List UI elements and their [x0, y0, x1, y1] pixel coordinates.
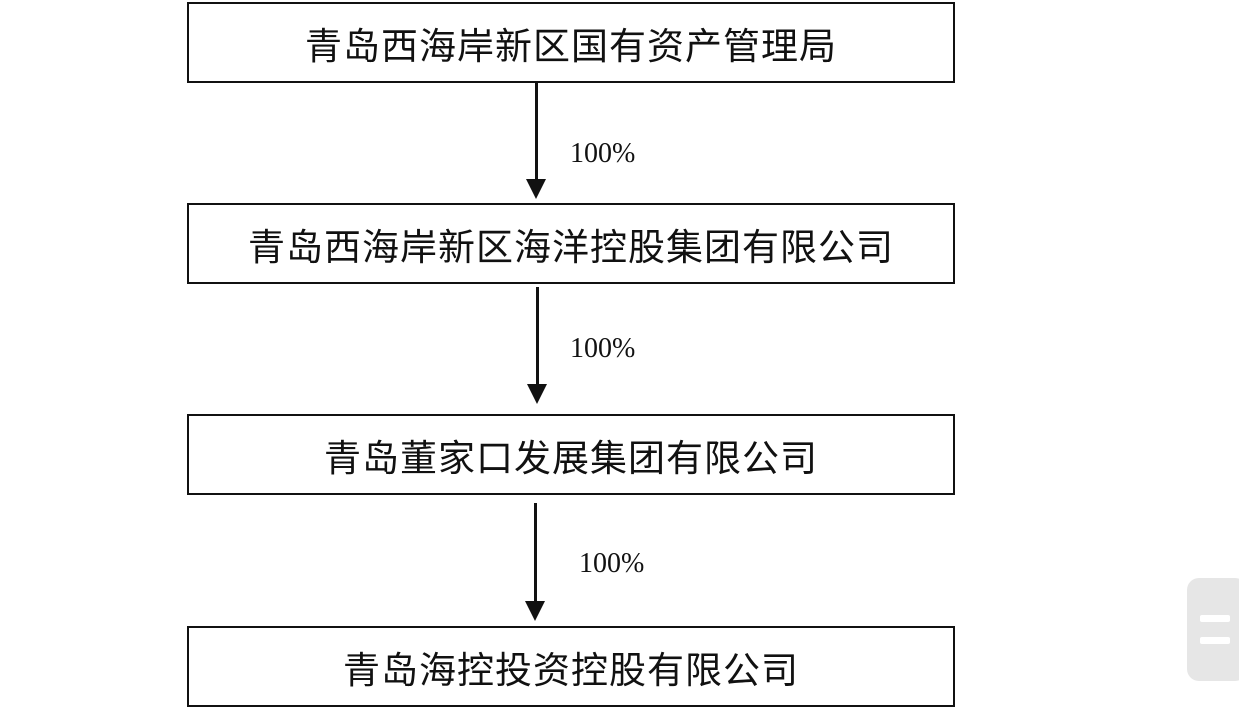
edge-arrow-1	[524, 83, 548, 200]
arrow-head-icon	[527, 384, 547, 404]
edge-label-3: 100%	[579, 548, 645, 579]
arrow-head-icon	[525, 601, 545, 621]
node-label: 青岛董家口发展集团有限公司	[324, 436, 818, 480]
edge-label-1: 100%	[570, 138, 636, 169]
arrow-head-icon	[526, 179, 546, 199]
menu-icon-bar	[1200, 637, 1230, 644]
node-haikong-investment-holding: 青岛海控投资控股有限公司	[187, 626, 955, 707]
node-label: 青岛海控投资控股有限公司	[343, 648, 799, 692]
side-menu-button[interactable]	[1187, 578, 1239, 681]
node-label: 青岛西海岸新区国有资产管理局	[305, 24, 837, 68]
edge-arrow-3	[523, 503, 547, 622]
node-ocean-holding-group: 青岛西海岸新区海洋控股集团有限公司	[187, 203, 955, 284]
edge-arrow-2	[525, 287, 549, 405]
node-state-asset-bureau: 青岛西海岸新区国有资产管理局	[187, 2, 955, 83]
node-dongjiakou-development-group: 青岛董家口发展集团有限公司	[187, 414, 955, 495]
node-label: 青岛西海岸新区海洋控股集团有限公司	[248, 225, 894, 269]
edge-label-2: 100%	[570, 333, 636, 364]
menu-icon	[1200, 615, 1230, 622]
